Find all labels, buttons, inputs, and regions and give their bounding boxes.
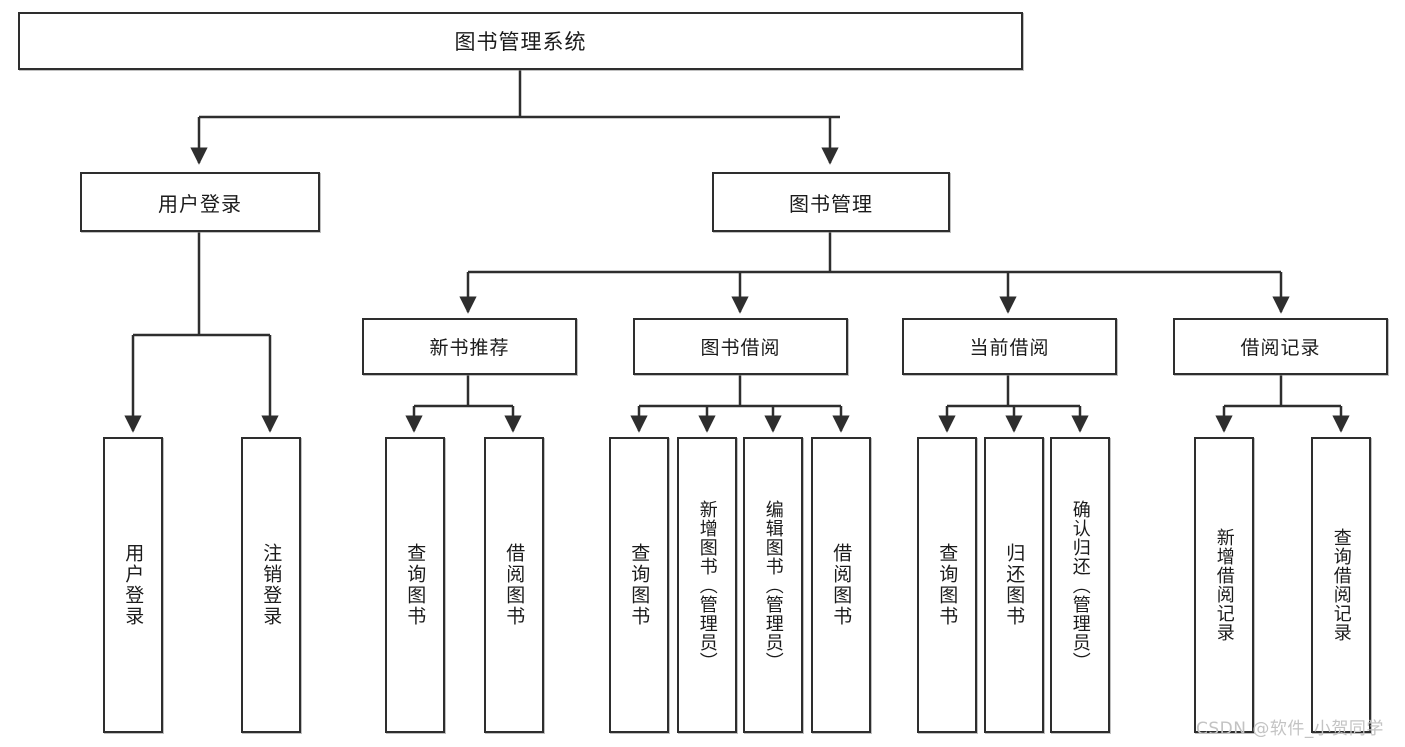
leaf-label: 新增图书（管理员） [696,499,718,671]
leaf-label: 借阅图书 [830,543,853,627]
node-root[interactable]: 图书管理系统 [18,12,1023,70]
leaf-return-books[interactable]: 归还图书 [984,437,1044,733]
leaf-edit-book-admin[interactable]: 编辑图书（管理员） [743,437,803,733]
leaf-logout-login[interactable]: 注销登录 [241,437,301,733]
leaf-add-borrow-record[interactable]: 新增借阅记录 [1194,437,1254,733]
leaf-label: 归还图书 [1003,543,1026,627]
leaf-confirm-return-admin[interactable]: 确认归还（管理员） [1050,437,1110,733]
csdn-watermark: CSDN @软件_小贺同学 [1196,719,1384,739]
leaf-label: 确认归还（管理员） [1069,499,1091,671]
node-book-management[interactable]: 图书管理 [712,172,950,232]
node-user-login[interactable]: 用户登录 [80,172,320,232]
leaf-query-books-current[interactable]: 查询图书 [917,437,977,733]
leaf-label: 查询图书 [936,543,959,627]
leaf-user-login[interactable]: 用户登录 [103,437,163,733]
leaf-query-books-recommend[interactable]: 查询图书 [385,437,445,733]
leaf-label: 查询图书 [404,543,427,627]
leaf-borrow-books[interactable]: 借阅图书 [811,437,871,733]
leaf-add-book-admin[interactable]: 新增图书（管理员） [677,437,737,733]
node-book-borrow[interactable]: 图书借阅 [633,318,848,375]
node-current-borrow[interactable]: 当前借阅 [902,318,1117,375]
node-borrow-record[interactable]: 借阅记录 [1173,318,1388,375]
leaf-label: 编辑图书（管理员） [762,499,784,671]
leaf-label: 查询借阅记录 [1330,528,1352,642]
leaf-query-books-borrow[interactable]: 查询图书 [609,437,669,733]
leaf-borrow-books-recommend[interactable]: 借阅图书 [484,437,544,733]
leaf-label: 借阅图书 [503,543,526,627]
leaf-label: 用户登录 [122,543,145,627]
leaf-label: 注销登录 [260,543,283,627]
leaf-label: 新增借阅记录 [1213,528,1235,642]
node-new-book-recommend[interactable]: 新书推荐 [362,318,577,375]
leaf-query-borrow-record[interactable]: 查询借阅记录 [1311,437,1371,733]
leaf-label: 查询图书 [628,543,651,627]
